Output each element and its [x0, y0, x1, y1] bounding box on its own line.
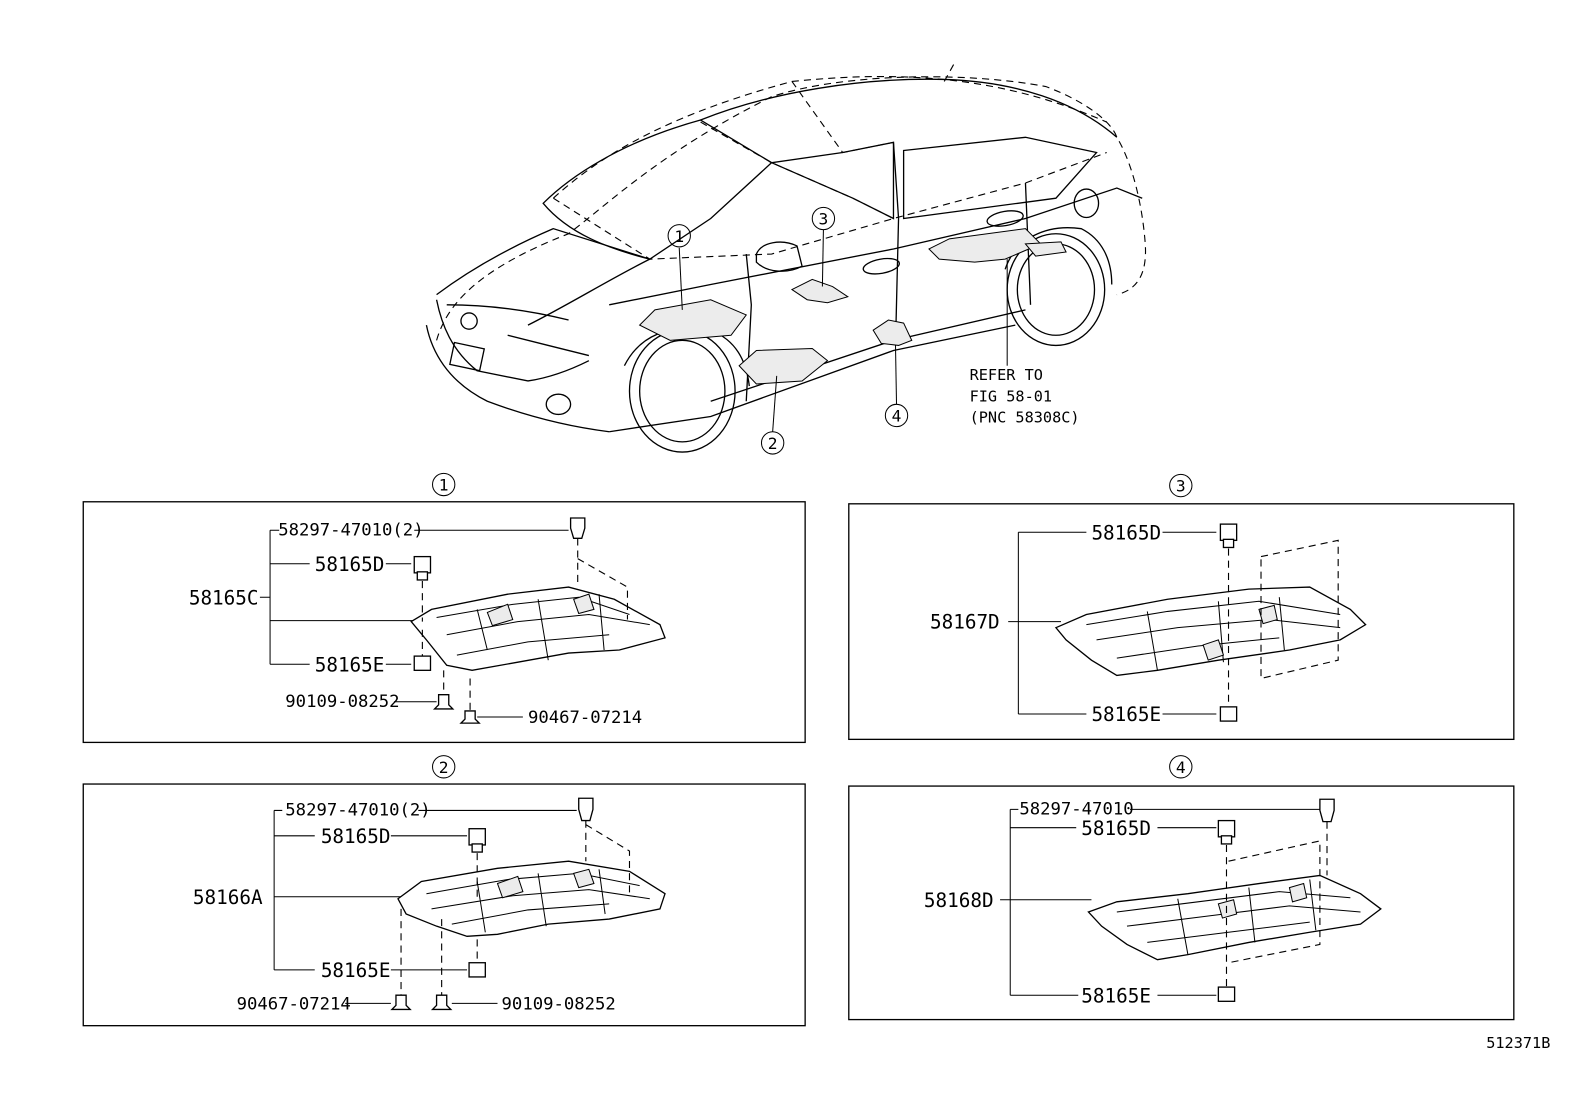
panel-2-d-label: 58165D — [321, 825, 391, 848]
panel-3-callout: 3 — [1176, 477, 1186, 496]
figure-id: 512371B — [1486, 1034, 1550, 1052]
panel-1: 1 58297-47010(2) 58165D 58165C 58165E 90… — [82, 472, 806, 744]
panel-2-bolt-label: 90109-08252 — [502, 994, 616, 1014]
panel-4-main-label: 58168D — [924, 889, 994, 912]
panel-4-clip-label: 58297-47010 — [1019, 799, 1133, 819]
panel-1-callout: 1 — [439, 476, 449, 495]
panel-4-d-label: 58165D — [1081, 817, 1151, 840]
overview-callout-1: 1 — [674, 227, 684, 246]
panel-2-frame — [82, 783, 806, 1027]
panel-2-clip-label: 58297-47010(2) — [285, 801, 430, 821]
panel-1-frame — [82, 501, 806, 744]
panel-3-e-label: 58165E — [1091, 703, 1161, 726]
overview-callout-3: 3 — [819, 210, 829, 229]
panel-4: 4 58297-47010 58165D 58168D 58165E — [848, 755, 1515, 1021]
panel-3-main-label: 58167D — [930, 611, 1000, 634]
panel-2-e-label: 58165E — [321, 959, 391, 982]
panel-1-bolt-label: 90109-08252 — [285, 692, 399, 712]
panel-1-clip-label: 58297-47010(2) — [278, 520, 423, 540]
panel-4-e-label: 58165E — [1081, 984, 1151, 1007]
panel-1-screw-label: 90467-07214 — [528, 708, 642, 728]
overview-callout-2: 2 — [768, 434, 778, 453]
refer-note-line-3: (PNC 58308C) — [970, 409, 1080, 427]
panel-1-e-label: 58165E — [315, 653, 385, 676]
panel-2: 2 58297-47010(2) 58165D 58166A 58165E 90… — [82, 755, 806, 1027]
panel-4-callout: 4 — [1176, 758, 1186, 777]
panel-3-frame — [848, 503, 1515, 741]
panel-1-main-label: 58165C — [189, 586, 259, 609]
panel-2-callout: 2 — [439, 758, 449, 777]
car-overview: 1 2 3 4 REFER TO FIG 58-01 (PNC 58308C) — [425, 62, 1147, 455]
overview-callout-4: 4 — [892, 407, 902, 426]
panel-2-main-label: 58166A — [193, 886, 263, 909]
panel-4-frame — [848, 785, 1515, 1021]
panel-3: 3 58165D 58167D 58165E — [848, 473, 1515, 741]
panel-2-screw-label: 90467-07214 — [237, 994, 351, 1014]
refer-note-line-2: FIG 58-01 — [970, 387, 1052, 405]
panel-3-d-label: 58165D — [1091, 521, 1161, 544]
refer-note-line-1: REFER TO — [970, 366, 1043, 384]
panel-1-d-label: 58165D — [315, 553, 385, 576]
